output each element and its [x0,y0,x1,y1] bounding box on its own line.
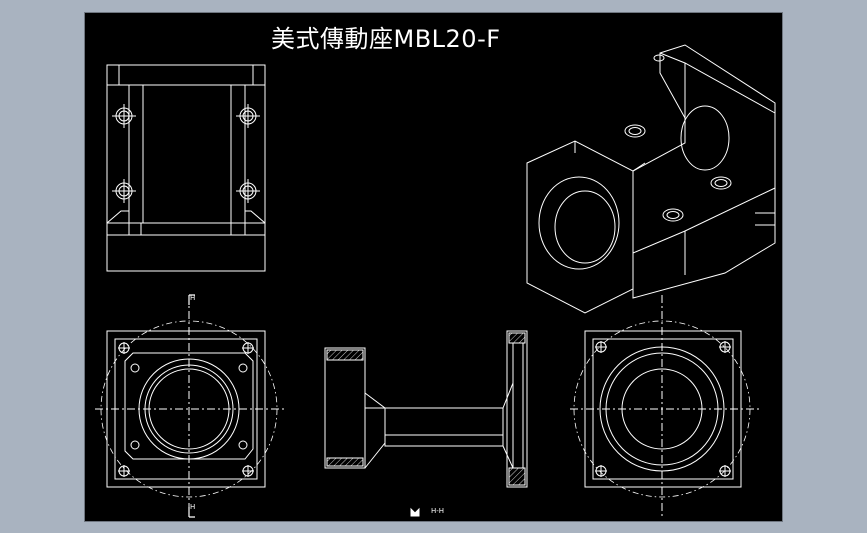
section-label: H-H [431,507,445,515]
drawing-title: 美式傳動座MBL20-F [271,25,501,53]
bolt-hole-icon [719,465,731,477]
drawing-sheet: 美式傳動座MBL20-F [84,12,783,522]
bolt-hole-icon [242,465,254,477]
bolt-hole-icon [130,363,140,373]
top-view [106,64,266,272]
bolt-hole-icon [118,465,130,477]
bolt-hole-icon [118,342,130,354]
bolt-hole-icon [236,104,260,128]
cad-drawing [95,44,776,518]
bolt-hole-icon [595,465,607,477]
bolt-hole-icon [595,341,607,353]
bolt-hole-icon [662,208,684,222]
bolt-hole-icon [238,440,248,450]
bolt-hole-icon [719,341,731,353]
bolt-hole-icon [710,176,732,190]
section-marker-top: H [190,294,196,302]
section-symbol-icon [410,507,420,517]
bolt-hole-icon [238,363,248,373]
rear-view [570,295,760,518]
section-view [324,330,528,488]
front-view [95,294,285,518]
bolt-hole-icon [130,440,140,450]
section-marker-bottom: H [190,503,196,511]
bolt-hole-icon [236,179,260,203]
bolt-hole-icon [112,179,136,203]
isometric-view [526,44,776,314]
bolt-hole-icon [653,54,665,62]
bolt-hole-icon [242,342,254,354]
bolt-hole-icon [624,124,646,138]
bolt-hole-icon [112,104,136,128]
